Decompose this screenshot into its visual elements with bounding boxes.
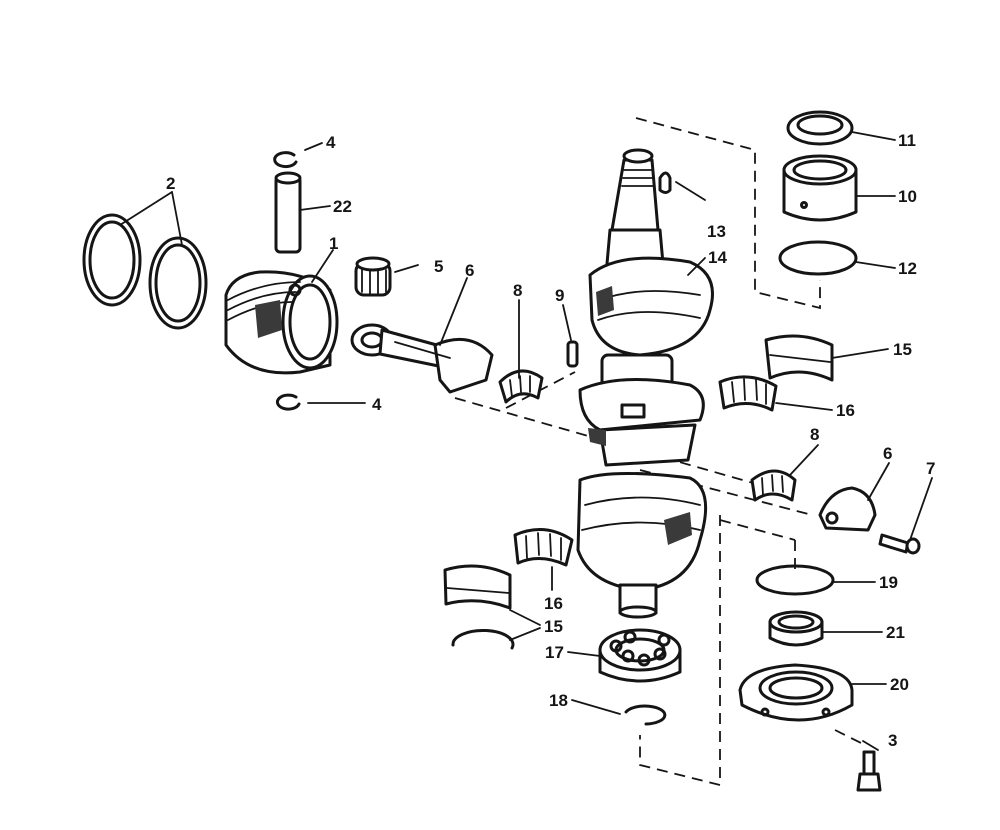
callout-lower-housing: 20: [890, 675, 909, 694]
callout-upper-o-ring: 12: [898, 259, 917, 278]
main-bearing-race-right: [764, 334, 834, 382]
crankshaft: [576, 148, 714, 619]
callout-connecting-rod: 6: [465, 261, 474, 280]
main-bearing-cage-right: [718, 375, 778, 412]
callout-crankshaft: 14: [708, 248, 727, 267]
connecting-rod: [350, 323, 494, 394]
piston: [224, 270, 339, 375]
callout-main-bearing-cage-left: 16: [544, 594, 563, 613]
callout-lower-seal: 21: [886, 623, 905, 642]
callout-ball-bearing: 17: [545, 643, 564, 662]
roller: [566, 340, 579, 368]
callout-rod-screw: 7: [926, 459, 935, 478]
callout-wrist-pin: 22: [333, 197, 352, 216]
rod-bearing-cage-left: [498, 369, 544, 404]
callout-rod-bearing-cage-left: 8: [513, 281, 522, 300]
screw-bottom: [856, 750, 882, 792]
callout-lower-o-ring: 19: [879, 573, 898, 592]
callout-upper-bearing: 10: [898, 187, 917, 206]
lower-housing: [738, 663, 854, 722]
callout-roller: 9: [555, 286, 564, 305]
rod-screw: [878, 533, 921, 555]
callout-retaining-ring-bottom: 4: [372, 395, 382, 414]
ball-bearing: [598, 628, 682, 683]
callout-rod-bearing-cage-right: 8: [810, 425, 819, 444]
callout-upper-seal: 11: [898, 131, 916, 150]
needle-bearing-wrist: [354, 256, 392, 297]
main-bearing-race-left: [443, 564, 515, 650]
callout-main-bearing-race-left: 15: [544, 617, 563, 636]
callout-main-bearing-cage-right: 16: [836, 401, 855, 420]
callout-labels: 1 2 3 4 4 5 6 6 7 8 8 9 10 11 12 13 14 1…: [166, 131, 935, 750]
upper-bearing: [782, 154, 858, 222]
callout-needle-bearing-wrist: 5: [434, 257, 443, 276]
lower-o-ring: [755, 564, 835, 596]
rod-cap: [818, 486, 877, 532]
callout-main-bearing-race-right: 15: [893, 340, 912, 359]
key: [658, 171, 672, 194]
upper-o-ring: [778, 240, 858, 276]
callout-rod-cap: 6: [883, 444, 892, 463]
snap-ring: [624, 704, 667, 726]
main-bearing-cage-left: [513, 528, 574, 567]
upper-seal: [786, 110, 854, 146]
rod-bearing-cage-right: [750, 469, 797, 502]
callout-retaining-ring-top: 4: [326, 133, 336, 152]
piston-rings: [82, 213, 208, 330]
callout-piston-rings: 2: [166, 174, 175, 193]
leader-lines: [119, 131, 933, 751]
wrist-pin: [274, 171, 302, 254]
retaining-rings: [273, 151, 301, 411]
lower-seal: [768, 610, 824, 647]
callout-key: 13: [707, 222, 726, 241]
callout-screw-bottom: 3: [888, 731, 897, 750]
callout-snap-ring: 18: [549, 691, 568, 710]
callout-piston: 1: [329, 234, 338, 253]
